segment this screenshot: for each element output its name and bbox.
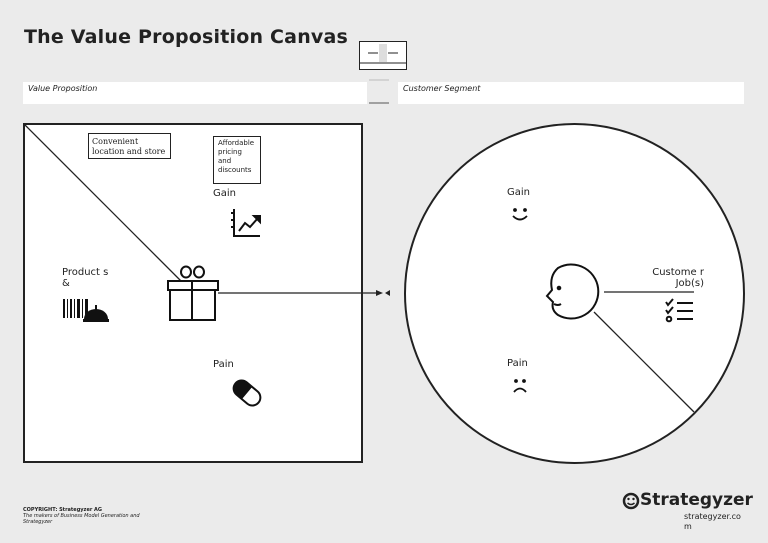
checklist-icon [665,298,693,323]
pain-relievers-label: Pain [213,359,234,370]
gain-chart-icon [231,209,261,237]
products-services-label: Product s & [62,267,109,289]
copyright-notice: COPYRIGHT: Strategyzer AG The makers of … [23,507,143,525]
copyright-head: COPYRIGHT: Strategyzer AG [23,507,103,513]
toolbar-icon [360,44,406,64]
customer-pains-label: Pain [507,358,528,369]
brand-name: Strategyzer [622,490,753,510]
barcode-icon [63,299,88,318]
page-title: The Value Proposition Canvas [24,26,349,48]
smile-icon [512,208,528,221]
pill-icon [232,379,262,407]
sticky-note-location[interactable]: Convenient location and store [88,133,171,159]
gift-icon [167,265,219,321]
value-proposition-label: Value Proposition [23,82,367,104]
brand-url[interactable]: strategyzer.co m [684,512,741,531]
frown-icon [513,379,527,393]
service-bell-icon [83,305,109,322]
strategyzer-logo-icon [622,492,640,510]
customer-gains-label: Gain [507,187,530,198]
face-profile-icon [545,263,600,320]
toolbar-widget[interactable] [359,41,407,70]
gain-creators-label: Gain [213,188,236,199]
customer-jobs-label: Custome r Job(s) [652,267,704,289]
copyright-body: The makers of Business Model Generation … [23,513,140,525]
sticky-note-pricing[interactable]: Affordable pricing and discounts [213,136,261,184]
brand-text: Strategyzer [640,490,753,510]
customer-segment-label: Customer Segment [398,82,744,104]
arrow-head-icon [376,290,383,296]
